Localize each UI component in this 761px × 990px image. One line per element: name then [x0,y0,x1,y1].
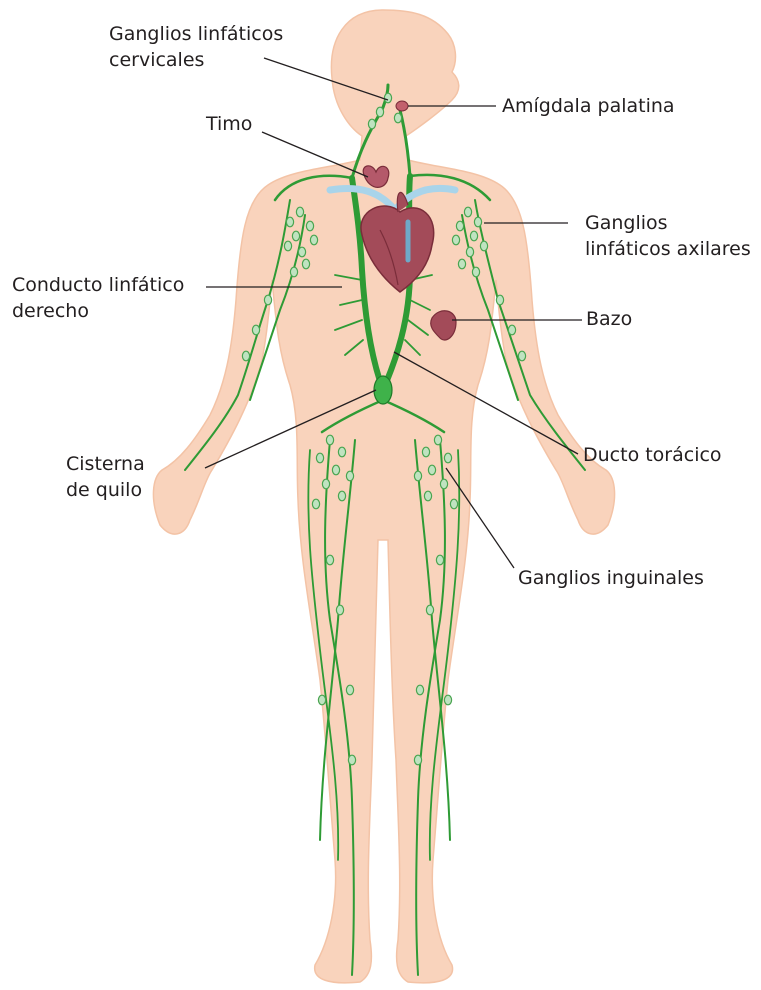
lymph-node [368,119,375,129]
label-amygdala: Amígdala palatina [502,94,675,118]
label-right-duct-line1: Conducto linfático [12,273,184,297]
lymph-node [306,221,313,231]
lymph-node [450,499,457,509]
lymph-node [434,435,441,445]
label-cervical-line2: cervicales [109,48,204,72]
label-thoracic-duct: Ducto torácico [583,443,722,467]
body-shape [153,10,614,983]
lymph-node [298,247,305,257]
lymph-node [346,471,353,481]
lymph-node [336,605,343,615]
label-axillary-line1: Ganglios [585,211,668,235]
lymph-node [508,325,515,335]
lymph-node [444,453,451,463]
lymph-node [322,479,329,489]
lymph-node [310,235,317,245]
lymph-node [436,555,443,565]
lymph-node [518,351,525,361]
lymph-node [424,491,431,501]
lymph-node [338,491,345,501]
lymph-node [376,107,383,117]
label-thymus: Timo [206,112,252,136]
lymph-node [338,447,345,457]
lymph-node [312,499,319,509]
lymph-node [346,685,353,695]
lymph-node [422,447,429,457]
lymph-node [466,247,473,257]
lymph-node [326,435,333,445]
lymph-node [242,351,249,361]
lymph-node [452,235,459,245]
lymph-node [472,267,479,277]
lymph-node [458,259,465,269]
lymph-node [316,453,323,463]
lymph-node [286,217,293,227]
label-right-duct-line2: derecho [12,299,89,323]
lymph-node [470,231,477,241]
lymph-node [464,207,471,217]
lymph-node [414,755,421,765]
label-cisterna-line2: de quilo [66,478,142,502]
body-silhouette [153,10,614,983]
lymph-node [414,471,421,481]
label-cisterna-line1: Cisterna [66,452,145,476]
lymph-node [284,241,291,251]
lymph-node [428,465,435,475]
lymph-node [252,325,259,335]
lymph-node [296,207,303,217]
lymph-node [292,231,299,241]
lymph-node [394,113,401,123]
lymph-node [444,695,451,705]
lymph-node [426,605,433,615]
tonsil-icon [396,101,408,111]
lymph-node [496,295,503,305]
lymph-node [290,267,297,277]
label-cervical-line1: Ganglios linfáticos [109,22,283,46]
lymph-node [474,217,481,227]
label-axillary-line2: linfáticos axilares [585,237,751,261]
lymph-node [264,295,271,305]
lymph-node [456,221,463,231]
lymph-node [302,259,309,269]
lymph-node [318,695,325,705]
lymph-node [416,685,423,695]
cisterna-chyli-icon [374,376,392,404]
lymph-node [480,241,487,251]
lymph-node [348,755,355,765]
lymph-node [326,555,333,565]
label-inguinal: Ganglios inguinales [518,566,704,590]
lymph-node [384,93,391,103]
lymph-node [440,479,447,489]
lymph-node [332,465,339,475]
label-spleen: Bazo [586,307,632,331]
